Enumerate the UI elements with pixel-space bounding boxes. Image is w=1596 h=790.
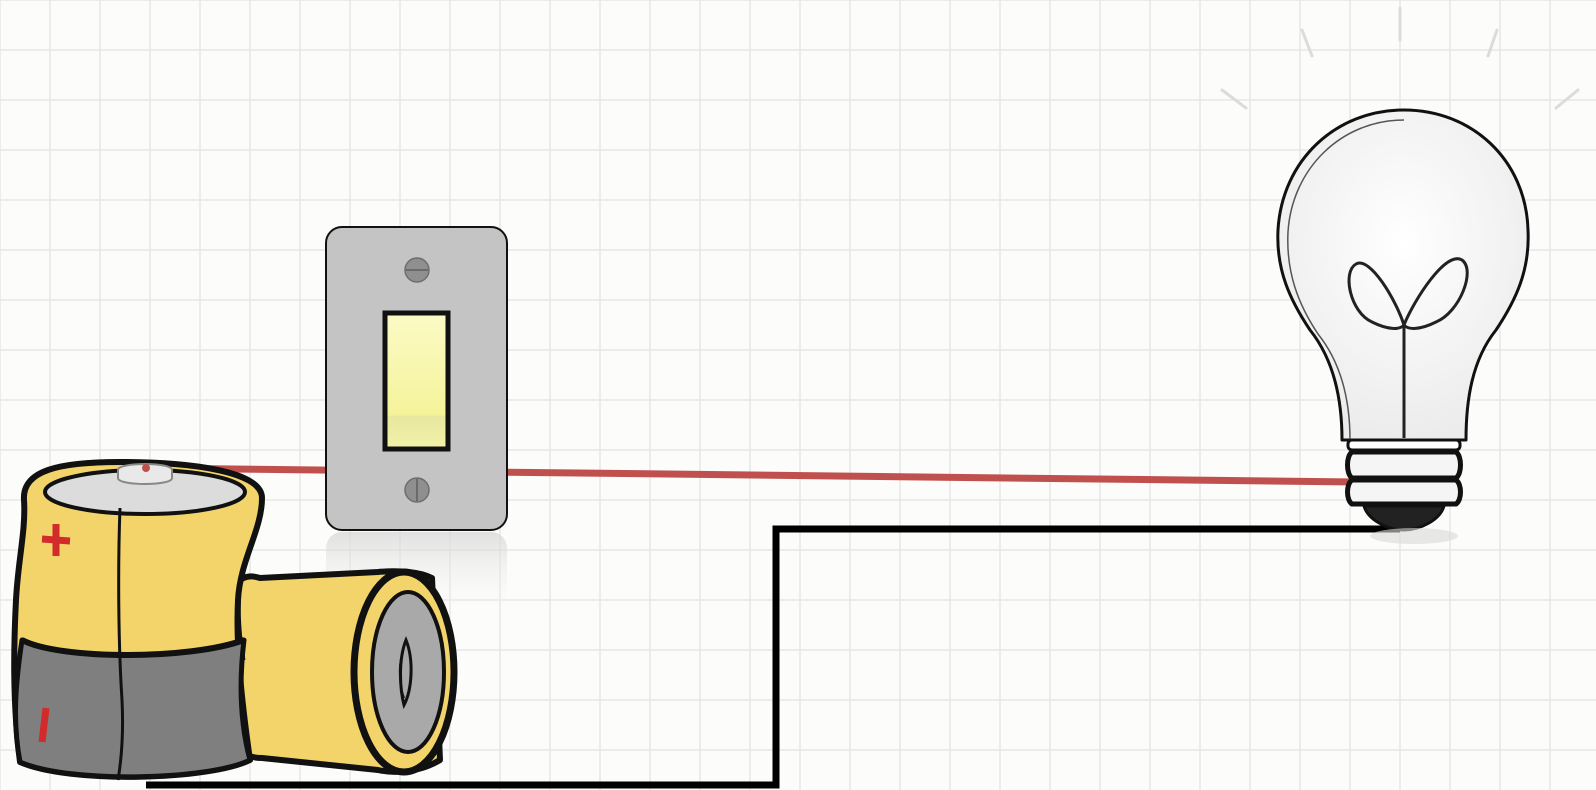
switch-top-screw xyxy=(405,258,429,282)
switch-toggle xyxy=(385,313,448,449)
positive-terminal xyxy=(142,464,150,472)
minus-marking xyxy=(42,708,46,742)
switch-bottom-screw xyxy=(405,478,429,502)
standing-battery xyxy=(14,462,262,780)
light-switch-icon xyxy=(326,227,507,622)
lying-battery xyxy=(236,571,454,772)
